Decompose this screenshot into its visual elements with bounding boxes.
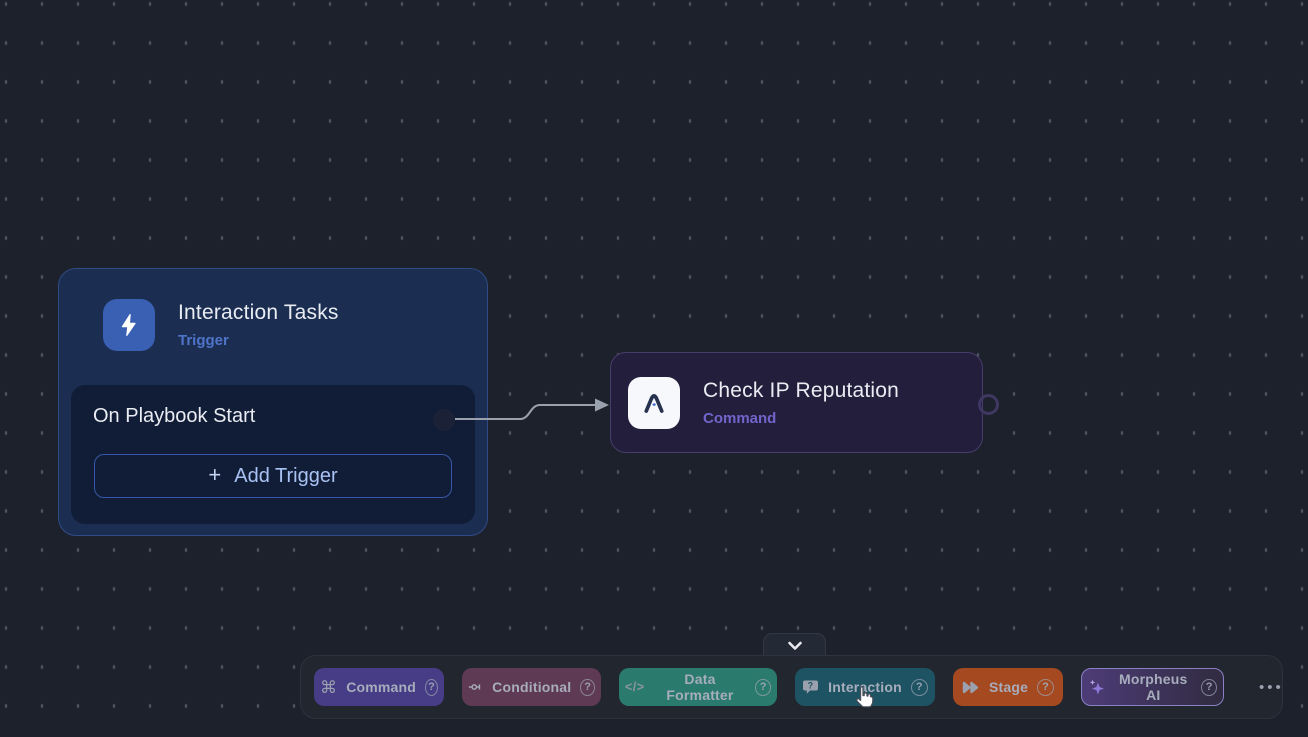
trigger-node-type-label: Trigger <box>178 332 229 349</box>
vendor-logo-a-icon <box>628 376 680 429</box>
trigger-node-card[interactable]: Interaction Tasks Trigger On Playbook St… <box>58 268 488 536</box>
command-node-type-label: Command <box>703 409 777 427</box>
data-formatter-button[interactable]: </> Data Formatter ? <box>619 668 777 706</box>
more-options-button[interactable]: ••• <box>1255 672 1288 703</box>
command-node-titles: Check IP Reputation Command <box>703 380 899 426</box>
trigger-list-panel: On Playbook Start + Add Trigger <box>71 385 475 524</box>
morpheus-ai-button-label: Morpheus AI <box>1119 671 1188 703</box>
lightning-bolt-icon <box>103 299 155 351</box>
toolbar-collapse-button[interactable] <box>763 633 826 657</box>
trigger-item-on-playbook-start[interactable]: On Playbook Start <box>93 405 256 427</box>
sparkle-icon <box>1089 679 1105 695</box>
code-icon: </> <box>625 679 645 694</box>
conditional-button[interactable]: Conditional ? <box>462 668 601 706</box>
help-icon: ? <box>1037 678 1055 696</box>
node-palette-toolbar: ⌘ Command ? Conditional ? </> Data Forma… <box>300 655 1283 719</box>
chat-question-icon: ? <box>803 680 819 694</box>
morpheus-ai-button[interactable]: Morpheus AI ? <box>1081 668 1224 706</box>
add-trigger-button[interactable]: + Add Trigger <box>94 454 452 498</box>
command-button[interactable]: ⌘ Command ? <box>314 668 444 706</box>
conditional-button-label: Conditional <box>492 679 572 695</box>
edge-arrowhead-icon <box>595 398 609 412</box>
trigger-output-port[interactable] <box>433 409 455 431</box>
trigger-node-title: Interaction Tasks <box>178 301 339 324</box>
fast-forward-icon <box>962 681 979 693</box>
command-node-title: Check IP Reputation <box>703 378 900 402</box>
command-key-icon: ⌘ <box>320 677 338 697</box>
data-formatter-button-label: Data Formatter <box>666 671 734 703</box>
interaction-button-label: Interaction <box>828 679 902 695</box>
interaction-button[interactable]: ? Interaction ? <box>795 668 935 706</box>
stage-button-label: Stage <box>988 679 1029 695</box>
add-trigger-label: Add Trigger <box>234 464 338 487</box>
trigger-node-titles: Interaction Tasks Trigger <box>178 302 339 348</box>
command-node-card[interactable]: Check IP Reputation Command <box>610 352 983 453</box>
help-icon: ? <box>580 678 595 696</box>
svg-text:?: ? <box>808 680 814 690</box>
trigger-node-header: Interaction Tasks Trigger <box>59 269 487 351</box>
stage-button[interactable]: Stage ? <box>953 668 1063 706</box>
help-icon: ? <box>910 678 928 696</box>
help-icon: ? <box>1201 678 1217 696</box>
chevron-down-icon <box>787 641 802 650</box>
help-icon: ? <box>755 678 771 696</box>
switch-connector-icon <box>468 684 481 690</box>
command-output-port[interactable] <box>978 394 999 415</box>
help-icon: ? <box>425 678 438 696</box>
command-button-label: Command <box>346 679 417 695</box>
plus-icon: + <box>208 462 222 487</box>
